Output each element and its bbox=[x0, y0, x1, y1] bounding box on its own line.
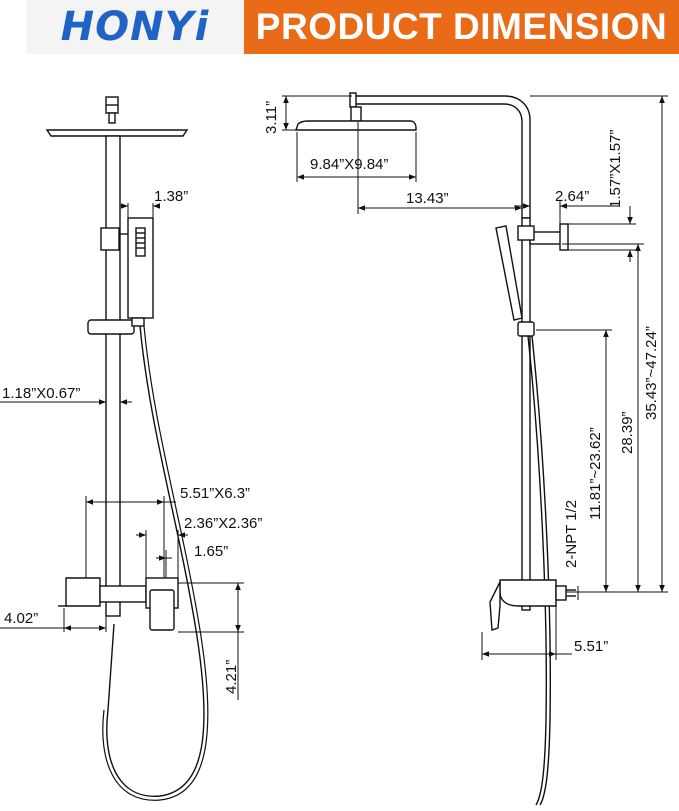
side-column bbox=[521, 217, 531, 611]
dim-mount-plate: 1.57”X1.57” bbox=[607, 130, 624, 208]
dim-bracket: 1.18”X0.67” bbox=[2, 385, 80, 402]
dim-total-height: 35.43”~47.24” bbox=[643, 326, 660, 420]
title-banner: PRODUCT DIMENSION bbox=[244, 0, 679, 54]
dim-valve-offset: 1.65” bbox=[194, 543, 228, 560]
dim-wall-offset: 2.64” bbox=[555, 188, 589, 205]
side-hose bbox=[527, 335, 548, 806]
front-shower-head bbox=[45, 129, 189, 137]
front-dimensions bbox=[0, 203, 244, 700]
front-slide-bracket bbox=[87, 319, 135, 335]
dim-valve-depth: 5.51” bbox=[574, 638, 608, 655]
page-title: PRODUCT DIMENSION bbox=[255, 6, 668, 47]
header: HONYi PRODUCT DIMENSION bbox=[0, 0, 679, 54]
side-valve bbox=[499, 579, 557, 607]
brand-name: HONYi bbox=[60, 4, 210, 50]
side-shower-head bbox=[295, 120, 417, 131]
front-holder bbox=[100, 227, 120, 251]
dim-inlet: 2-NPT 1/2 bbox=[563, 500, 580, 568]
dim-valve-height: 4.21” bbox=[223, 660, 240, 694]
side-dimensions bbox=[282, 95, 668, 660]
dim-outlet-distance: 28.39” bbox=[619, 411, 636, 454]
dim-arm-height: 3.11” bbox=[263, 101, 280, 134]
front-hose bbox=[106, 325, 205, 797]
dim-handshower-width: 1.38” bbox=[154, 188, 188, 205]
front-view bbox=[45, 96, 209, 801]
dim-tub-spout: 5.51”X6.3” bbox=[180, 485, 250, 502]
side-view bbox=[295, 92, 576, 806]
side-slide-bracket bbox=[517, 321, 535, 337]
dim-valve-plate: 2.36”X2.36” bbox=[184, 515, 262, 532]
dim-spout-reach: 4.02” bbox=[4, 610, 38, 627]
dim-adjust-range: 11.81”~23.62” bbox=[587, 427, 604, 520]
dim-head-size: 9.84”X9.84” bbox=[310, 156, 388, 173]
side-wall-bracket bbox=[529, 231, 563, 245]
brand-logo: HONYi bbox=[26, 0, 244, 54]
front-tub-spout bbox=[65, 577, 101, 607]
front-column bbox=[105, 135, 121, 617]
side-hand-shower bbox=[495, 225, 523, 321]
dim-arm-reach: 13.43” bbox=[406, 190, 449, 207]
